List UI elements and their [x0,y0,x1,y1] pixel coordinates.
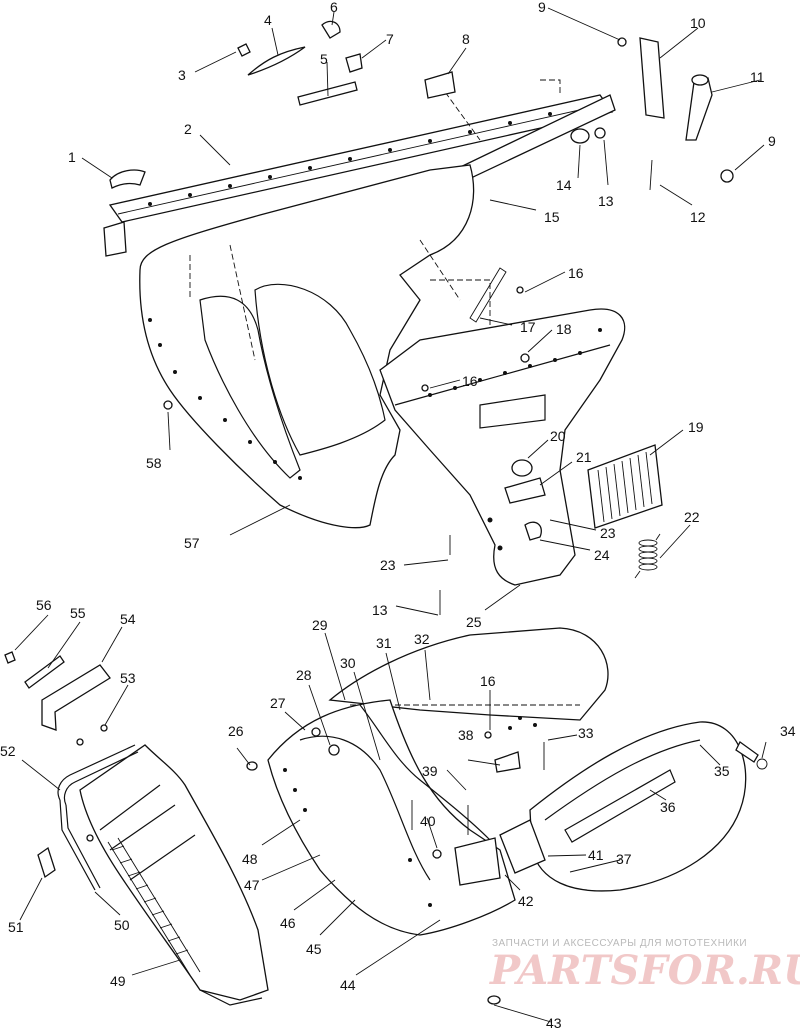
callout-49: 49 [110,973,126,989]
bumper-bar-part-52 [57,744,136,801]
callout-37: 37 [616,851,632,867]
callout-33: 33 [578,725,594,741]
callout-23b: 23 [380,557,396,573]
bracket-part-42 [454,837,501,886]
callout-5: 5 [320,51,328,67]
hook-part-34 [735,741,759,763]
callout-3: 3 [178,67,186,83]
callout-50: 50 [114,917,130,933]
callout-17: 17 [520,319,536,335]
grille-part-19 [587,444,663,529]
callout-48: 48 [242,851,258,867]
callout-41: 41 [588,847,604,863]
front-cowl-part-25 [379,308,626,586]
bumper-part-49 [79,744,269,1001]
callout-51: 51 [8,919,24,935]
callout-42: 42 [518,893,534,909]
bracket-part-41 [499,819,546,874]
grommet-part-20 [511,459,533,477]
callout-45: 45 [306,941,322,957]
callout-7: 7 [386,31,394,47]
callout-35: 35 [714,763,730,779]
callout-53: 53 [120,670,136,686]
callout-55: 55 [70,605,86,621]
callout-16: 16 [568,265,584,281]
bracket-part-21 [504,477,546,504]
callout-32: 32 [414,631,430,647]
callout-47: 47 [244,877,260,893]
upper-fasteners [109,20,734,615]
callout-9: 9 [538,0,546,15]
upper-assembly [81,7,765,616]
panel-part-57 [139,164,475,529]
callout-25: 25 [466,614,482,630]
lower-left-assembly [4,614,269,1006]
callout-12: 12 [690,209,706,225]
callout-15: 15 [544,209,560,225]
callout-16c: 16 [480,673,496,689]
bracket-part-54 [41,664,111,731]
strip-part-55 [24,655,65,689]
clip-part-51 [37,846,56,879]
watermark: ЗАПЧАСТИ И АКСЕССУАРЫ ДЛЯ МОТОТЕХНИКИ PA… [489,938,800,994]
callout-1: 1 [68,149,76,165]
nose-top-part-32 [328,627,609,721]
callout-4: 4 [264,12,272,28]
callout-58: 58 [146,455,162,471]
bracket-part-38 [494,751,521,773]
callout-52: 52 [0,743,16,759]
callout-28: 28 [296,667,312,683]
callout-14: 14 [556,177,572,193]
lower-right-assembly [236,627,768,1023]
callout-16b: 16 [462,373,478,389]
latch-part-24 [524,521,542,541]
callout-13: 13 [598,193,614,209]
callout-46: 46 [280,915,296,931]
callout-57: 57 [184,535,200,551]
callout-18: 18 [556,321,572,337]
callout-8: 8 [462,31,470,47]
callout-21: 21 [576,449,592,465]
callout-26: 26 [228,723,244,739]
callout-34: 34 [780,723,796,739]
callout-13b: 13 [372,602,388,618]
callout-38: 38 [458,727,474,743]
callout-23: 23 [600,525,616,541]
callout-36: 36 [660,799,676,815]
callout-30: 30 [340,655,356,671]
callout-44: 44 [340,977,356,993]
upper-leaders [81,7,765,616]
callout-11: 11 [750,69,765,85]
pan-part-44 [267,699,516,936]
callout-9b: 9 [768,133,776,149]
callout-43: 43 [546,1015,562,1030]
callout-39: 39 [422,763,438,779]
watermark-tagline: ЗАПЧАСТИ И АКСЕССУАРЫ ДЛЯ МОТОТЕХНИКИ [492,938,747,949]
callout-20: 20 [550,428,566,444]
callout-31: 31 [376,635,392,651]
skid-part-35 [529,721,747,892]
callout-27: 27 [270,695,286,711]
callout-56: 56 [36,597,52,613]
callout-40: 40 [420,813,436,829]
callout-19: 19 [688,419,704,435]
callout-2: 2 [184,121,192,137]
spring-part-22 [634,533,661,579]
callout-10: 10 [690,15,706,31]
callout-29: 29 [312,617,328,633]
watermark-logo: PARTSFOR.RU [489,947,800,994]
callout-24: 24 [594,547,610,563]
callout-54: 54 [120,611,136,627]
callout-22: 22 [684,509,700,525]
callout-6: 6 [330,0,338,15]
